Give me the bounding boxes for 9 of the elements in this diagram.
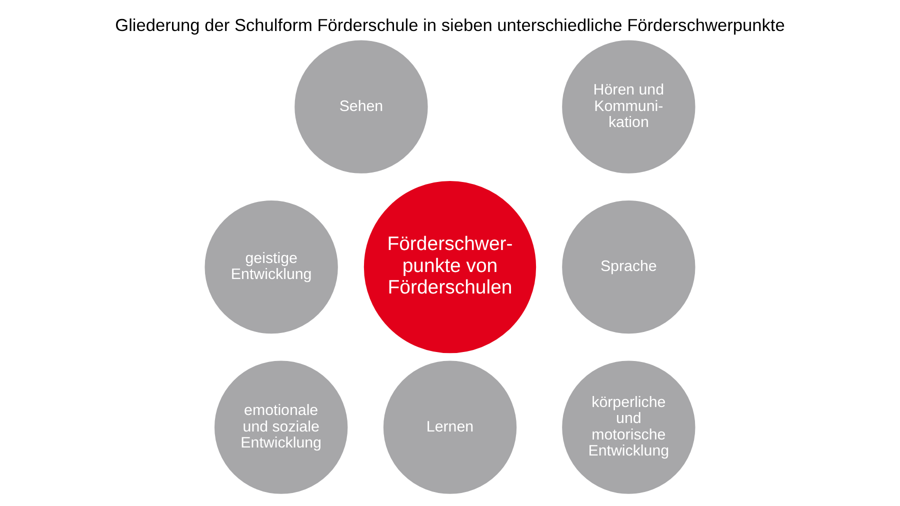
node-circle: emotionale und soziale Entwicklung	[214, 360, 348, 494]
node-circle: Sehen	[294, 40, 428, 174]
node-circle: Sprache	[562, 200, 696, 334]
node-circle: Hören und Kommuni- kation	[562, 40, 696, 174]
node-circle: Lernen	[383, 360, 517, 494]
node-circle: geistige Entwicklung	[204, 200, 338, 334]
node-circle: Förderschwer- punkte von Förderschulen	[364, 181, 536, 354]
node-circle: körperliche und motorische Entwicklung	[562, 360, 696, 494]
diagram-title: Gliederung der Schulform Förderschule in sieben unterschiedliche Förderschwerpunkte	[115, 14, 785, 35]
